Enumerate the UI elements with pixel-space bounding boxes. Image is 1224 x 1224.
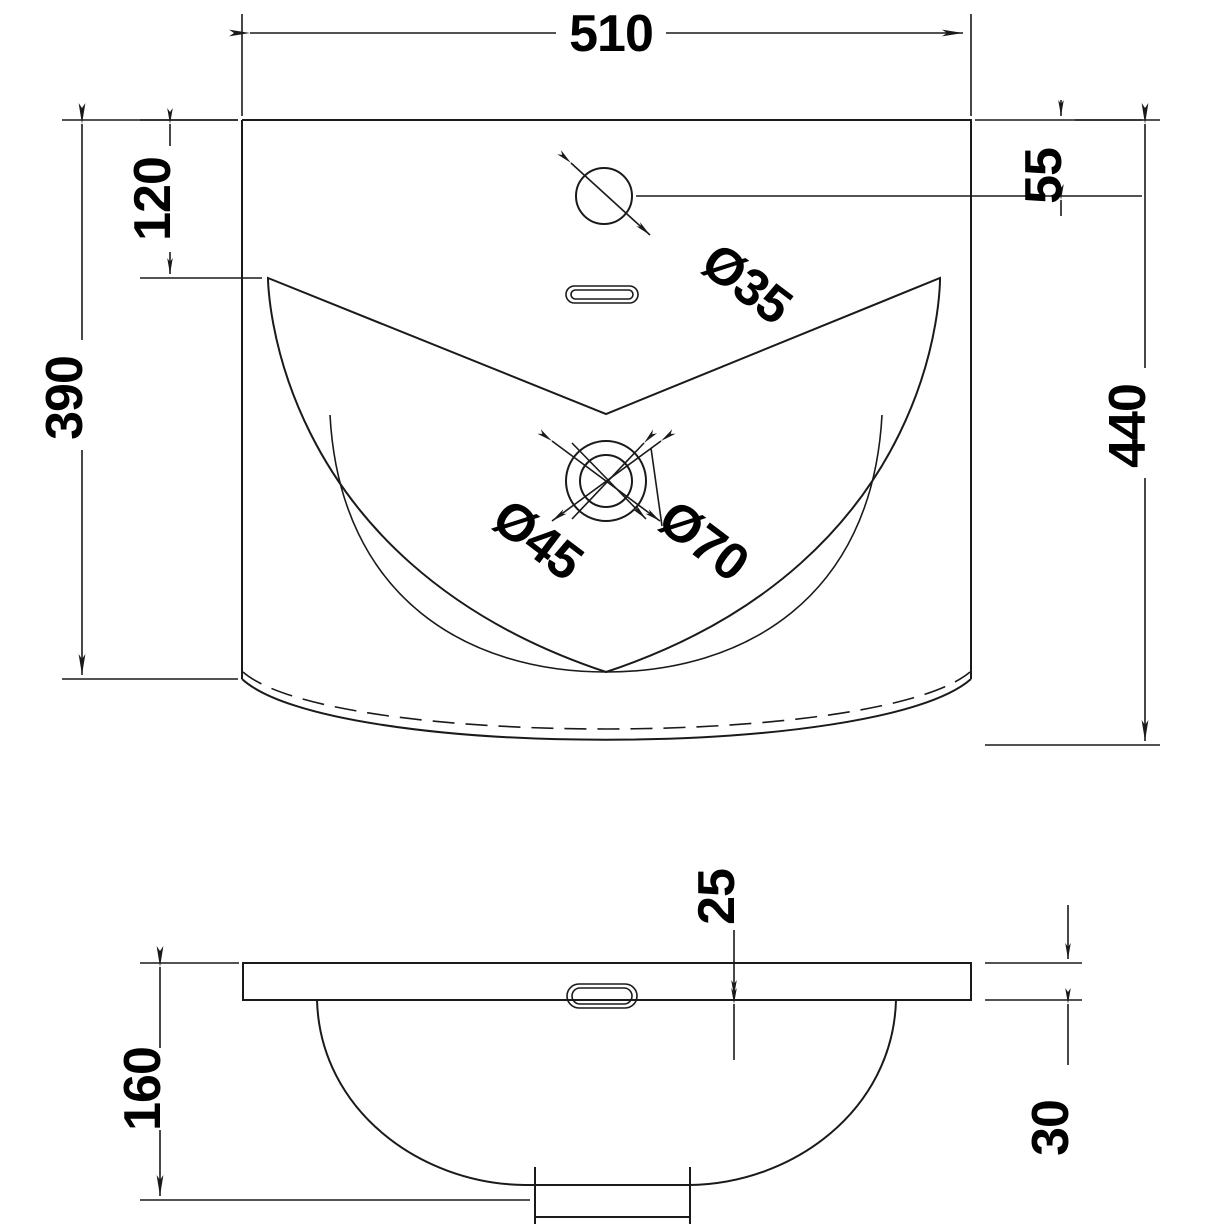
dimension-510: 510 bbox=[229, 5, 972, 116]
overflow-slot bbox=[565, 285, 639, 304]
section-overflow-slot bbox=[566, 983, 638, 1009]
dimension-440: 440 bbox=[985, 103, 1160, 746]
dimension-55-label: 55 bbox=[1015, 148, 1073, 204]
dimension-390-label: 390 bbox=[36, 356, 94, 440]
dimension-55: 55 bbox=[636, 100, 1142, 216]
dia70-leader-out bbox=[571, 442, 647, 520]
dimension-30: 30 bbox=[985, 905, 1082, 1156]
bowl-base-curve bbox=[329, 414, 883, 673]
dimension-510-label: 510 bbox=[569, 5, 653, 63]
section-bowl-profile bbox=[316, 999, 897, 1186]
dimension-160: 160 bbox=[114, 946, 530, 1201]
dimension-dia35: Ø35 bbox=[557, 150, 802, 336]
basin-front-rim-curve bbox=[241, 678, 972, 741]
dimension-dia35-label: Ø35 bbox=[691, 232, 802, 336]
dimension-30-label: 30 bbox=[1022, 1100, 1080, 1156]
section-view: 160 25 30 bbox=[114, 869, 1082, 1224]
plan-view: 510 120 390 bbox=[36, 5, 1160, 746]
dimension-160-label: 160 bbox=[114, 1047, 172, 1131]
dimension-25: 25 bbox=[637, 869, 750, 1060]
dimension-390: 390 bbox=[36, 103, 238, 680]
section-waste-box bbox=[534, 1167, 691, 1224]
dimension-120-label: 120 bbox=[124, 157, 182, 241]
basin-front-hidden-line bbox=[242, 671, 971, 730]
dimension-25-label: 25 bbox=[688, 869, 746, 925]
basin-rim-outline bbox=[242, 119, 972, 679]
dimension-dia70-label: Ø70 bbox=[648, 489, 759, 593]
dimension-440-label: 440 bbox=[1099, 384, 1157, 468]
tap-hole bbox=[575, 167, 633, 225]
section-rim-slab bbox=[242, 962, 972, 1001]
